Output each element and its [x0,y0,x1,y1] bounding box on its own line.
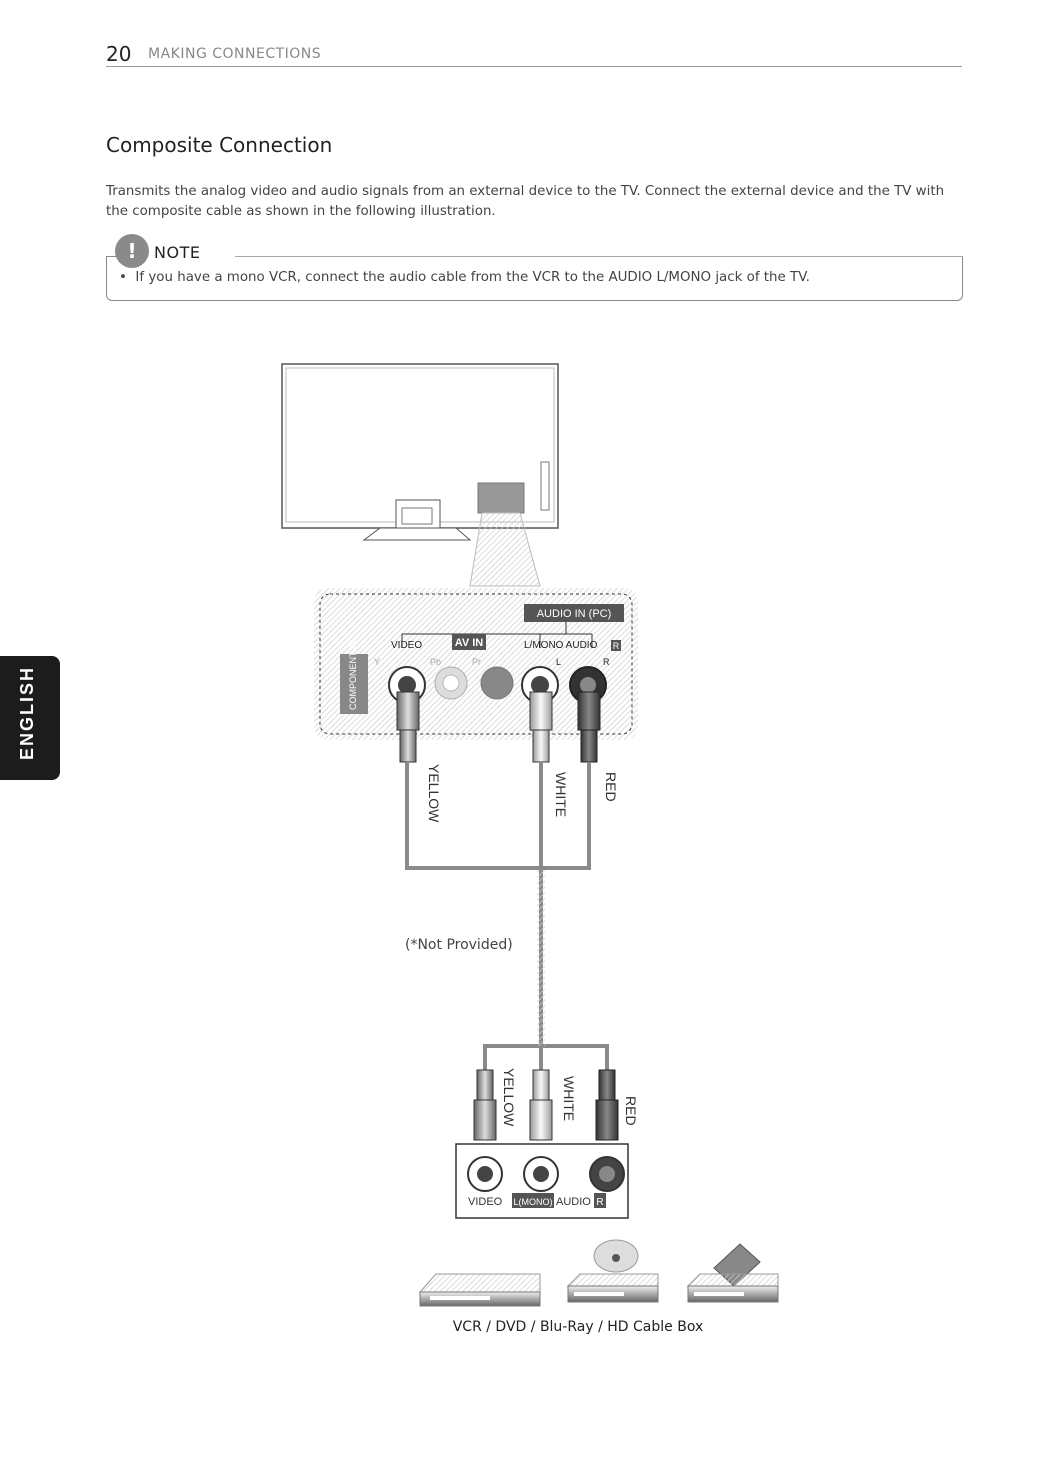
body-paragraph: Transmits the analog video and audio sig… [106,184,945,219]
tv-jack-panel: COMPONENT IN AUDIO IN (PC) VIDEO AV IN L… [314,588,638,740]
device-lmono-label: L(MONO) [514,1197,553,1207]
red-label-bottom: RED [623,1096,639,1126]
exclamation-icon: ! [115,234,149,268]
yellow-label-top: YELLOW [426,764,442,823]
y-label: Y [374,657,380,667]
tv-side-plugs [396,691,601,763]
white-label-bottom: WHITE [561,1076,577,1121]
page-number: 20 [106,42,132,66]
vcr-device-icon [418,1273,541,1307]
red-label-top: RED [603,772,619,802]
av-in-label: AV IN [455,637,484,649]
not-provided-note: (*Not Provided) [405,937,513,953]
page-title: Composite Connection [106,133,333,157]
device-jack-panel: VIDEO L(MONO) AUDIO R [455,1143,629,1219]
device-video-label: VIDEO [468,1196,503,1208]
yellow-label-bottom: YELLOW [501,1068,517,1127]
r-badge: R [613,641,620,651]
device-caption: VCR / DVD / Blu-Ray / HD Cable Box [452,1319,704,1335]
device-audio-label: AUDIO [556,1196,591,1208]
l-label: L [556,657,561,667]
tv-illustration [281,363,559,587]
dvd-device-icon [566,1239,659,1303]
note-box: ! NOTE • If you have a mono VCR, connect… [106,234,963,301]
language-tab: ENGLISH [0,656,60,780]
section-name: MAKING CONNECTIONS [148,46,322,62]
page-header: 20 MAKING CONNECTIONS [106,40,962,67]
video-label: VIDEO [391,640,422,651]
note-item: • If you have a mono VCR, connect the au… [119,270,810,285]
r-label: R [603,657,610,667]
component-in-label: COMPONENT IN [348,640,358,710]
pr-label: Pr [472,657,481,667]
note-label: NOTE [154,243,201,262]
cable-hatch [537,870,545,1046]
audio-in-pc-label: AUDIO IN (PC) [537,608,612,620]
device-side-plugs [473,1069,619,1141]
pb-label: Pb [430,657,441,667]
device-r-label: R [596,1197,603,1208]
white-label-top: WHITE [553,772,569,817]
cable-box-device-icon [686,1243,779,1303]
lmono-audio-label: L/MONO AUDIO [524,640,598,651]
